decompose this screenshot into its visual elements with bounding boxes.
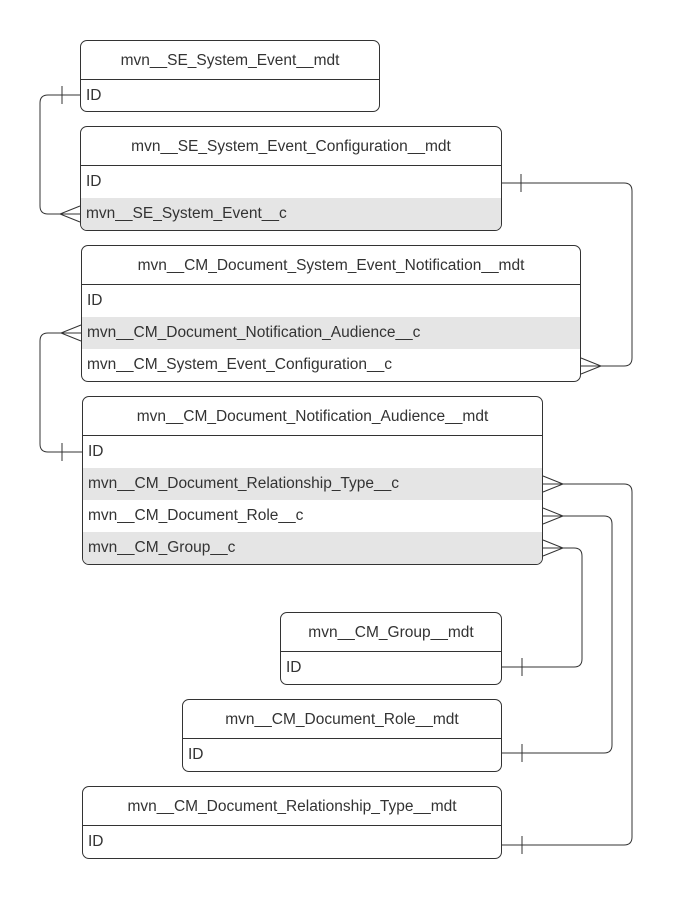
entity-document-system-event-notification[interactable]: mvn__CM_Document_System_Event_Notificati…	[81, 245, 581, 382]
entity-document-notification-audience[interactable]: mvn__CM_Document_Notification_Audience__…	[82, 396, 543, 565]
field-document-role: mvn__CM_Document_Role__c	[88, 507, 304, 524]
entity-group[interactable]: mvn__CM_Group__mdt ID	[280, 612, 502, 685]
field-document-notification-audience: mvn__CM_Document_Notification_Audience__…	[82, 317, 580, 349]
entity-system-event-configuration[interactable]: mvn__SE_System_Event_Configuration__mdt …	[80, 126, 502, 231]
connector-group	[502, 539, 583, 676]
entity-document-role[interactable]: mvn__CM_Document_Role__mdt ID	[182, 699, 502, 772]
connector-system-event	[39, 86, 81, 223]
field-id: ID	[88, 443, 104, 460]
connector-document-role	[502, 507, 613, 762]
entity-title: mvn__SE_System_Event_Configuration__mdt	[81, 127, 501, 166]
field-system-event: mvn__SE_System_Event__c	[81, 198, 501, 230]
field-id: ID	[86, 173, 102, 190]
field-group: mvn__CM_Group__c	[83, 532, 542, 564]
entity-document-relationship-type[interactable]: mvn__CM_Document_Relationship_Type__mdt …	[82, 786, 502, 859]
connector-relationship-type	[502, 475, 633, 854]
field-id: ID	[87, 292, 103, 309]
entity-title: mvn__CM_Document_Notification_Audience__…	[83, 397, 542, 436]
field-system-event-configuration: mvn__CM_System_Event_Configuration__c	[87, 356, 392, 373]
field-id: ID	[88, 833, 104, 850]
entity-title: mvn__CM_Document_Role__mdt	[183, 700, 501, 739]
field-id: ID	[188, 746, 204, 763]
entity-title: mvn__SE_System_Event__mdt	[81, 41, 379, 80]
entity-title: mvn__CM_Group__mdt	[281, 613, 501, 652]
field-id: ID	[286, 659, 302, 676]
connector-event-configuration	[502, 174, 633, 375]
entity-title: mvn__CM_Document_Relationship_Type__mdt	[83, 787, 501, 826]
field-id: ID	[86, 87, 102, 104]
entity-title: mvn__CM_Document_System_Event_Notificati…	[82, 246, 580, 285]
connector-notification-audience	[39, 324, 82, 461]
entity-system-event[interactable]: mvn__SE_System_Event__mdt ID	[80, 40, 380, 112]
field-document-relationship-type: mvn__CM_Document_Relationship_Type__c	[83, 468, 542, 500]
